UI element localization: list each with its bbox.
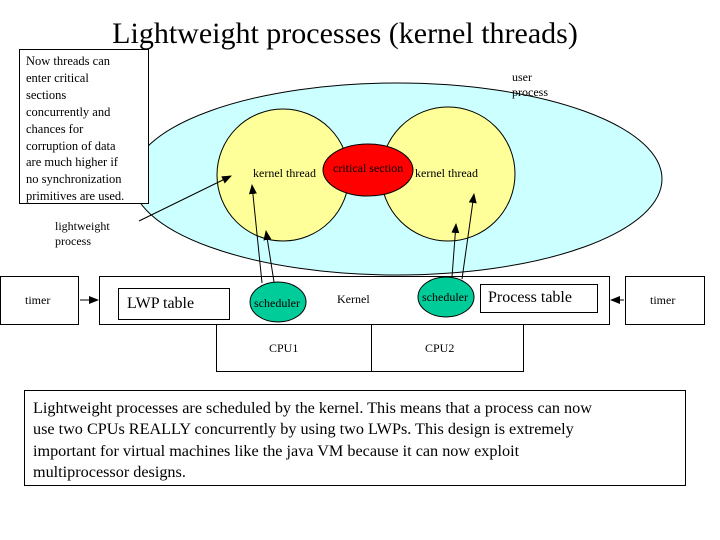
- note-line: chances for: [26, 121, 84, 136]
- cpu2-label: CPU2: [425, 341, 455, 355]
- timer-right-box: [625, 276, 705, 325]
- note-box: Now threads can enter critical sections …: [19, 49, 149, 204]
- kernel-label: Kernel: [337, 292, 370, 306]
- timer-left-box: [0, 276, 79, 325]
- explanation-line: use two CPUs REALLY concurrently by usin…: [33, 420, 574, 439]
- explanation-box: Lightweight processes are scheduled by t…: [24, 390, 686, 486]
- note-line: primitives are used.: [26, 189, 125, 204]
- note-line: Now threads can: [26, 54, 110, 68]
- arrow-left-scheduler-1: [248, 184, 263, 284]
- arrow-left-scheduler-2: [263, 230, 275, 283]
- user-process-label-line: user: [512, 70, 532, 84]
- lightweight-process-label-line: process: [55, 234, 91, 248]
- scheduler-right-label: scheduler: [422, 290, 468, 304]
- note-line: no synchronization: [26, 172, 122, 187]
- diagram-title: Lightweight processes (kernel threads): [112, 17, 578, 50]
- critical-section-ellipse: [322, 143, 414, 197]
- lwp-table-label: LWP table: [127, 295, 195, 312]
- user-process-label: user process: [512, 70, 548, 100]
- timer-left-label: timer: [25, 293, 51, 307]
- arrow-lightweight-process: [138, 175, 232, 222]
- note-line: enter critical: [26, 70, 89, 85]
- timer-right-label: timer: [650, 293, 676, 307]
- critical-section-label: critical section: [333, 161, 404, 175]
- scheduler-right-ellipse: [417, 276, 475, 318]
- lightweight-process-label-line: lightweight: [55, 219, 110, 233]
- scheduler-left-ellipse: [249, 281, 307, 323]
- explanation-line: multiprocessor designs.: [33, 463, 186, 482]
- lightweight-process-label: lightweight process: [55, 219, 110, 249]
- process-table-box: [480, 284, 598, 313]
- scheduler-left-label: scheduler: [254, 296, 300, 310]
- cpu2-box: [371, 324, 524, 372]
- cpu1-label: CPU1: [269, 341, 299, 355]
- arrow-right-scheduler-1: [451, 223, 460, 278]
- arrow-right-scheduler-2: [461, 193, 477, 280]
- kernel-thread-left-label: kernel thread: [253, 166, 316, 180]
- lwp-table-box: [118, 288, 230, 320]
- cpu1-box: [216, 324, 372, 372]
- note-line: sections: [26, 87, 67, 102]
- explanation-line: Lightweight processes are scheduled by t…: [33, 399, 592, 417]
- note-line: corruption of data: [26, 138, 116, 153]
- user-process-label-line: process: [512, 85, 548, 99]
- process-table-label: Process table: [488, 289, 572, 306]
- note-line: are much higher if: [26, 155, 118, 170]
- explanation-line: important for virtual machines like the …: [33, 441, 520, 460]
- kernel-thread-right-label: kernel thread: [415, 166, 478, 180]
- note-line: concurrently and: [26, 104, 111, 119]
